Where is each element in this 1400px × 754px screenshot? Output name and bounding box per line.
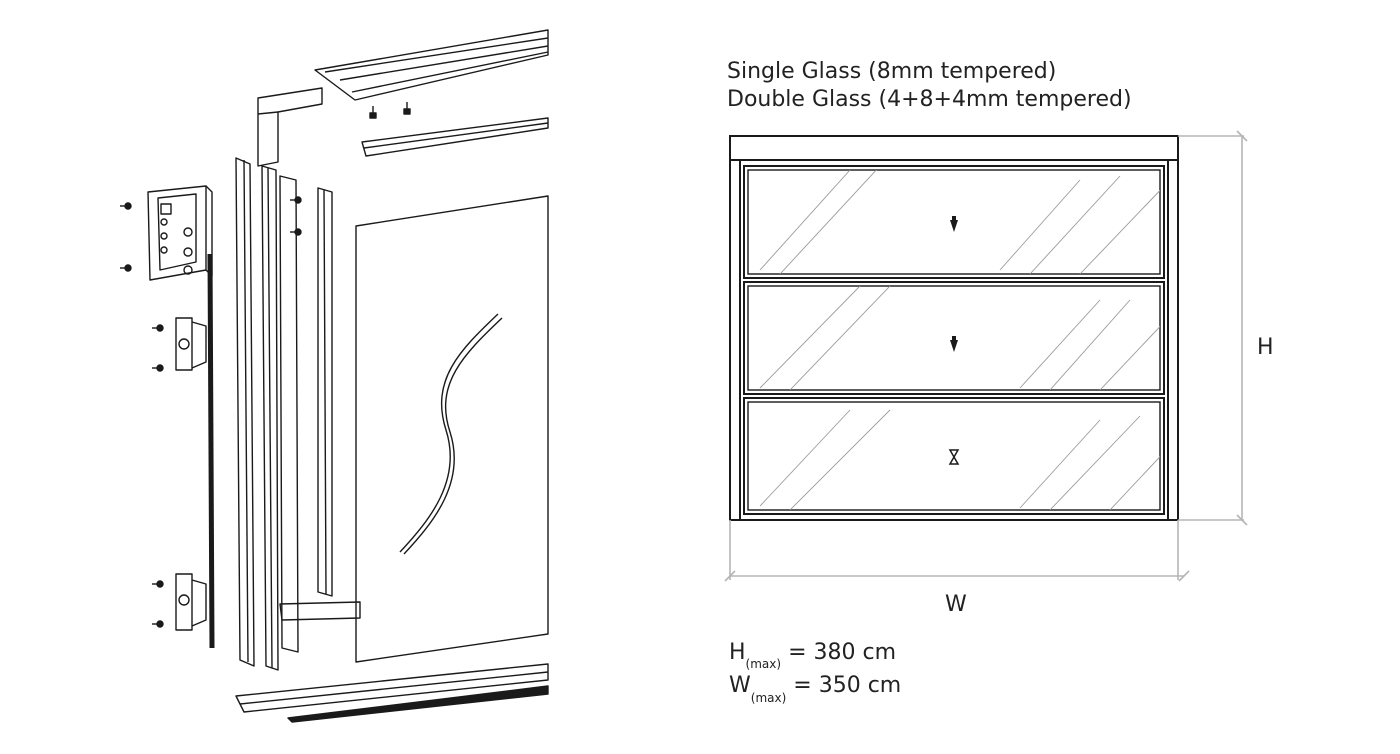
width-label: W: [945, 592, 967, 617]
glass-panel-top: [743, 165, 1165, 279]
gasket-strip: [207, 253, 215, 649]
max-width-row: W(max) = 350 cm: [729, 673, 902, 705]
top-rail-profile: [314, 29, 549, 101]
lock-keeper-lower: [175, 573, 207, 631]
upper-channel-profile: [361, 117, 549, 157]
glass-panel-middle: [743, 281, 1165, 395]
lock-arrow-icon: [950, 336, 958, 352]
side-screws: [120, 196, 302, 628]
glass-panel-bottom: [743, 397, 1165, 515]
bottom-inner-rail: [279, 601, 361, 621]
outer-frame: [729, 135, 1179, 521]
lock-keeper-upper: [175, 317, 207, 371]
glazing-bead: [317, 187, 333, 597]
front-elevation-drawing: [724, 130, 1248, 582]
corner-connector-block: [257, 87, 323, 167]
height-label: H: [1257, 335, 1274, 360]
hourglass-hinge-icon: [948, 449, 960, 465]
exploded-assembly-drawing: [120, 29, 549, 723]
max-height-row: H(max) = 380 cm: [729, 640, 896, 672]
bottom-track-profile: [235, 663, 549, 723]
glass-panel: [355, 195, 549, 663]
vertical-sash-profile: [235, 157, 299, 671]
top-screws: [369, 102, 411, 119]
hinge-bracket: [147, 185, 213, 281]
max-dimensions: H(max) = 380 cm W(max) = 350 cm: [729, 640, 901, 707]
dimension-lines: [724, 130, 1248, 582]
lock-arrow-icon: [950, 216, 958, 232]
glass-specification: Single Glass (8mm tempered) Double Glass…: [727, 58, 1132, 114]
spec-single-glass: Single Glass (8mm tempered): [727, 59, 1057, 84]
spec-double-glass: Double Glass (4+8+4mm tempered): [727, 87, 1132, 112]
